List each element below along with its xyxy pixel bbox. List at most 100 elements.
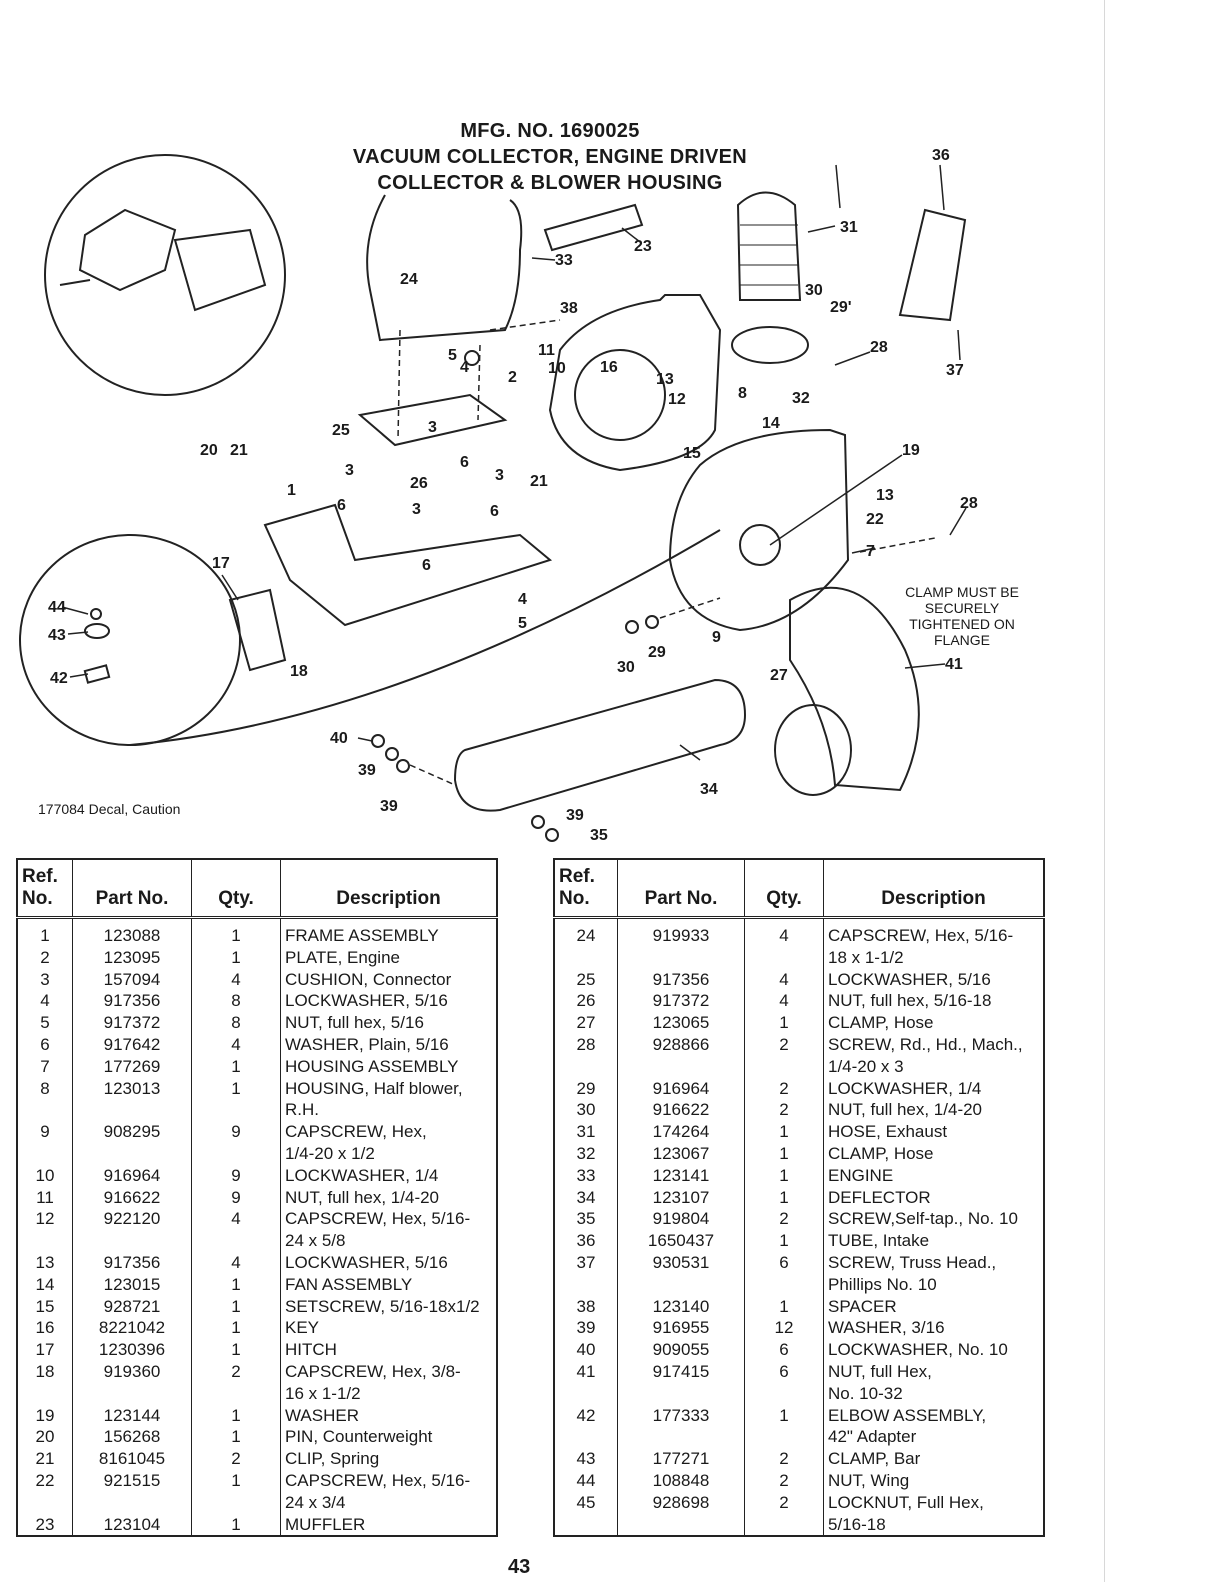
table-row: R.H. (17, 1099, 498, 1122)
description-cell: CAPSCREW, Hex, (280, 1121, 498, 1143)
exploded-parts-diagram: 36 31 23 33 30 29' 24 38 28 37 11 10 5 4… (19, 147, 1019, 844)
description-cell: CLAMP, Hose (823, 1142, 1045, 1165)
ref-cell: 20 (17, 1426, 73, 1449)
callout-42: 41 (945, 656, 963, 673)
description-cell: PIN, Counterweight (280, 1426, 498, 1449)
qty-cell: 2 (191, 1448, 281, 1470)
qty-cell (744, 946, 824, 969)
engine-outline (366, 194, 523, 342)
part-number-cell: 123144 (72, 1404, 192, 1427)
qty-cell: 2 (744, 1448, 824, 1470)
intake-tube (453, 678, 747, 812)
ref-cell: 41 (554, 1360, 618, 1383)
header-ref-no: Ref.No. (554, 859, 618, 919)
ref-cell: 40 (554, 1339, 618, 1361)
qty-cell: 2 (744, 1469, 824, 1492)
qty-cell: 2 (744, 1033, 824, 1056)
description-cell: SETSCREW, 5/16-18x1/2 (280, 1295, 498, 1318)
ref-cell: 1 (17, 917, 73, 947)
table-row: 24 x 3/4 (17, 1491, 498, 1514)
part-number-cell: 919804 (617, 1208, 745, 1231)
table-row: 16 x 1-1/2 (17, 1382, 498, 1405)
ref-cell: 10 (17, 1164, 73, 1187)
qty-cell: 1 (191, 1469, 281, 1492)
engine-plate (357, 393, 508, 447)
exhaust-hose (736, 191, 802, 301)
qty-cell: 4 (191, 968, 281, 991)
description-cell: CUSHION, Connector (280, 968, 498, 991)
description-cell: TUBE, Intake (823, 1230, 1045, 1252)
part-number-cell: 177269 (72, 1055, 192, 1078)
part-number-cell: 123095 (72, 946, 192, 969)
ref-cell: 12 (17, 1208, 73, 1231)
ref-cell (17, 1230, 73, 1252)
table-row: 24 x 5/8 (17, 1230, 498, 1252)
ref-cell (554, 1055, 618, 1078)
description-cell: HOUSING ASSEMBLY (280, 1055, 498, 1078)
callout-27: 27 (770, 667, 788, 684)
callout-4-lower: 4 (518, 591, 527, 608)
detail-bracket-sketch (173, 228, 267, 312)
part-number-cell (72, 1382, 192, 1405)
part-number-cell: 108848 (617, 1469, 745, 1492)
callout-21-left: 21 (230, 442, 248, 459)
header-description: Description (280, 859, 498, 919)
qty-cell: 2 (191, 1360, 281, 1383)
part-number-cell (617, 1426, 745, 1449)
part-number-cell: 909055 (617, 1339, 745, 1361)
qty-cell: 9 (191, 1186, 281, 1209)
description-cell: SCREW, Truss Head., (823, 1251, 1045, 1274)
qty-cell: 8 (191, 990, 281, 1013)
scan-edge-line (1104, 0, 1105, 1582)
ref-cell: 11 (17, 1186, 73, 1209)
qty-cell: 4 (744, 917, 824, 947)
callout-28-upper: 28 (870, 339, 888, 356)
qty-cell: 12 (744, 1317, 824, 1340)
callout-6-c: 6 (490, 503, 499, 520)
callout-29-lower: 29 (648, 644, 666, 661)
ref-cell: 24 (554, 917, 618, 947)
description-cell: WASHER, Plain, 5/16 (280, 1033, 498, 1056)
part-number-cell: 8161045 (72, 1448, 192, 1470)
callout-1: 1 (287, 482, 296, 499)
ref-cell (17, 1142, 73, 1165)
part-number-cell: 916955 (617, 1317, 745, 1340)
part-number-cell: 123065 (617, 1012, 745, 1034)
ref-cell: 28 (554, 1033, 618, 1056)
ref-cell: 35 (554, 1208, 618, 1231)
part-number-cell: 928866 (617, 1033, 745, 1056)
frame-assembly (263, 503, 553, 627)
qty-cell: 1 (191, 1055, 281, 1078)
qty-cell: 1 (191, 1513, 281, 1537)
description-cell: 18 x 1-1/2 (823, 946, 1045, 969)
part-number-cell (72, 1142, 192, 1165)
header-qty: Qty. (191, 859, 281, 919)
part-number-cell: 123015 (72, 1273, 192, 1296)
callout-23: 23 (634, 238, 652, 255)
callout-22: 22 (866, 511, 884, 528)
part-number-cell (617, 1382, 745, 1405)
callout-12: 12 (668, 391, 686, 408)
part-number-cell: 930531 (617, 1251, 745, 1274)
ref-cell (17, 1382, 73, 1405)
ref-cell: 6 (17, 1033, 73, 1056)
table-row: Phillips No. 10 (554, 1273, 1045, 1296)
qty-cell (744, 1273, 824, 1296)
description-cell: LOCKWASHER, 1/4 (280, 1164, 498, 1187)
qty-cell (191, 1382, 281, 1405)
qty-cell: 1 (191, 1273, 281, 1296)
callout-9: 9 (712, 629, 721, 646)
